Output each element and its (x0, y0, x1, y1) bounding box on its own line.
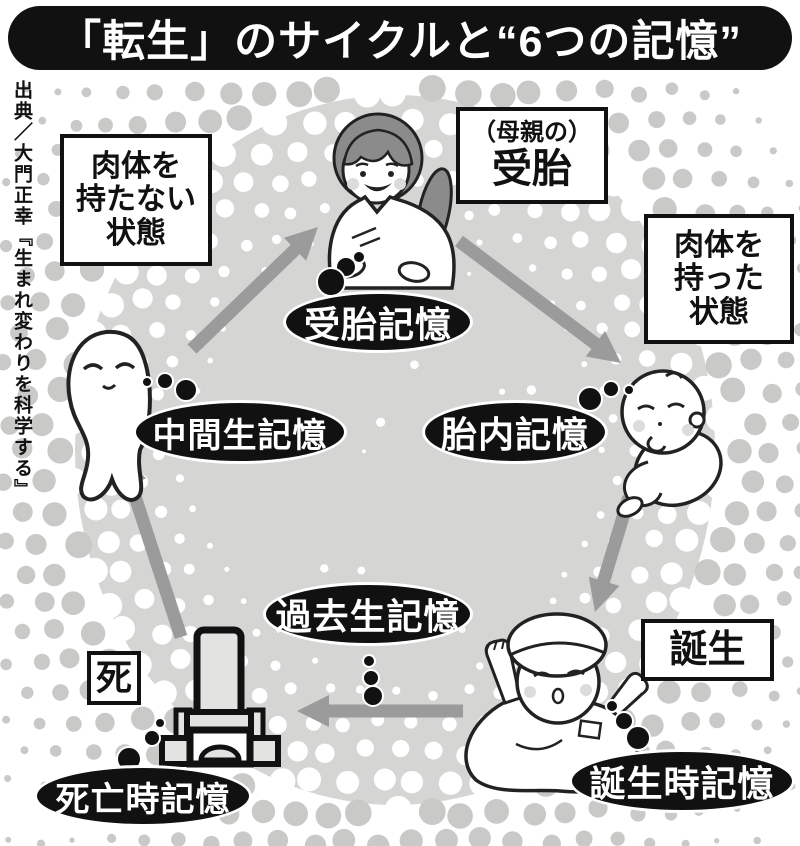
dot-trail-ghost-to-intermediate (141, 372, 198, 402)
dot-trail-woman-to-conception (316, 250, 366, 297)
state-box-death-event: 死 (87, 651, 141, 705)
grave-illustration (159, 626, 281, 768)
arrow-intermediate-to-conception-icon (187, 227, 318, 354)
memory-oval-past-life: 過去生記憶 (263, 582, 473, 646)
dot-trail-fetus-to-womb (577, 380, 635, 412)
state-box-with-body-line2: 持った (674, 262, 764, 296)
arrow-birth-to-death-icon (297, 695, 463, 727)
state-box-no-body-line3: 状態 (106, 216, 166, 250)
dot-trail-below-past-life (362, 654, 384, 707)
pregnant-woman-illustration (327, 112, 456, 290)
ghost-illustration (66, 329, 152, 502)
state-box-birth-event: 誕生 (641, 619, 774, 681)
conception-event-line1: （母親の） (472, 119, 592, 146)
memory-oval-birth: 誕生時記憶 (569, 749, 795, 813)
state-box-no-body: 肉体を 持たない 状態 (60, 134, 212, 266)
memory-oval-conception: 受胎記憶 (283, 291, 473, 353)
state-box-conception-event: （母親の） 受胎 (456, 107, 608, 204)
conception-event-line2: 受胎 (492, 145, 572, 191)
state-box-with-body: 肉体を 持った 状態 (644, 214, 794, 344)
page-title: 「転生」のサイクルと“6つの記憶” (8, 6, 792, 70)
fetus-illustration (616, 369, 723, 518)
state-box-with-body-line3: 状態 (689, 295, 749, 329)
state-box-no-body-line2: 持たない (76, 183, 196, 217)
state-box-no-body-line1: 肉体を (91, 149, 181, 183)
memory-oval-womb: 胎内記憶 (422, 400, 608, 464)
state-box-with-body-line1: 肉体を (674, 228, 764, 262)
source-citation: 出典／大門正幸『生まれ変わりを科学する』 (11, 80, 32, 500)
arrow-conception-to-womb-icon (455, 235, 621, 363)
dot-trail-newborn-to-birth-memory (605, 699, 651, 751)
dot-trails (116, 250, 651, 772)
memory-oval-intermediate: 中間生記憶 (133, 400, 347, 464)
memory-oval-death: 死亡時記憶 (34, 765, 252, 827)
